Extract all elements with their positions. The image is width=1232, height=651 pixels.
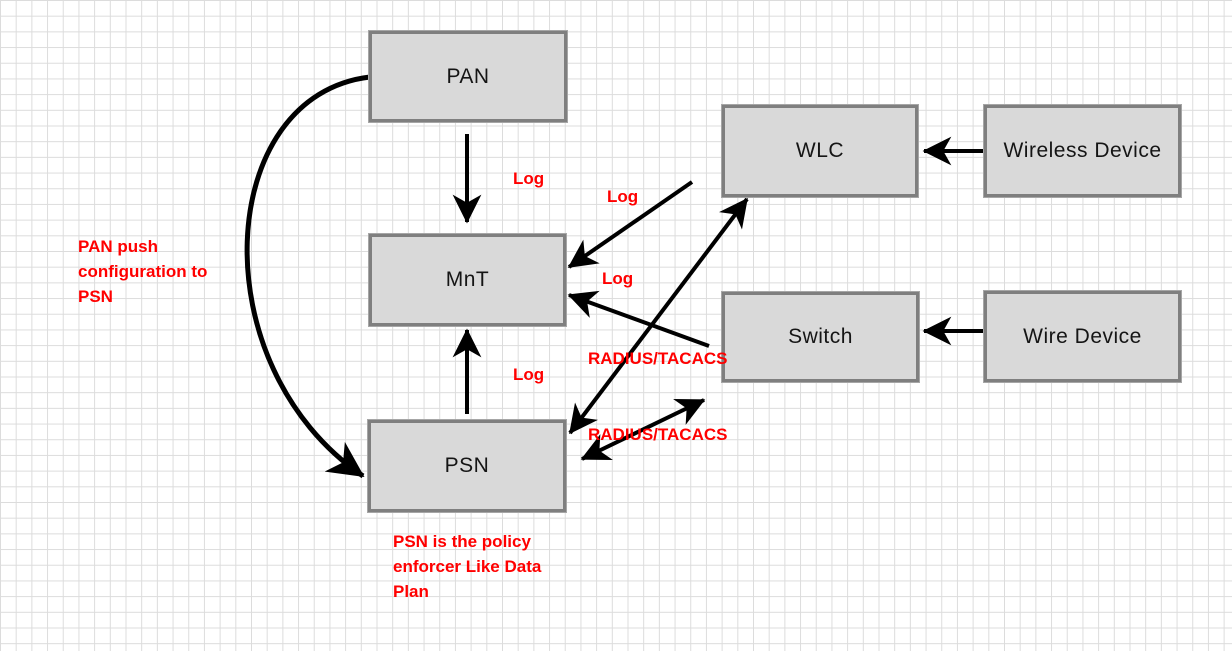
node-wireless-device-label: Wireless Device — [1003, 139, 1162, 162]
node-psn-label: PSN — [444, 454, 490, 477]
arrow-psn-switch-radius — [580, 398, 706, 461]
arrow-pan-to-psn-curve — [244, 74, 371, 479]
node-pan: PAN — [368, 30, 568, 123]
label-radius-tacacs-psn-wlc: RADIUS/TACACS — [588, 349, 728, 368]
node-psn: PSN — [367, 419, 567, 513]
node-switch-label: Switch — [788, 325, 853, 348]
label-radius-tacacs-psn-switch: RADIUS/TACACS — [588, 425, 728, 444]
node-wireless-device: Wireless Device — [983, 104, 1182, 198]
node-switch: Switch — [721, 291, 920, 383]
arrow-switch-to-mnt-log — [567, 290, 710, 348]
node-wlc-label: WLC — [795, 139, 845, 162]
node-wire-device-label: Wire Device — [1023, 324, 1142, 348]
label-log-psn-to-mnt: Log — [513, 365, 545, 384]
label-log-pan-to-mnt: Log — [513, 169, 545, 188]
node-mnt: MnT — [368, 233, 567, 327]
note-pan-push-configuration: PAN push configuration to PSN — [78, 237, 208, 306]
note-psn-policy-enforcer: PSN is the policy enforcer Like Data Pla… — [393, 532, 542, 601]
arrow-psn-wlc-radius — [568, 197, 749, 435]
label-log-wlc-to-mnt: Log — [607, 187, 639, 206]
node-wlc: WLC — [721, 104, 919, 198]
node-pan-label: PAN — [446, 64, 490, 88]
node-wire-device: Wire Device — [983, 290, 1182, 383]
label-log-switch-to-mnt: Log — [602, 269, 634, 288]
node-mnt-label: MnT — [445, 268, 490, 291]
